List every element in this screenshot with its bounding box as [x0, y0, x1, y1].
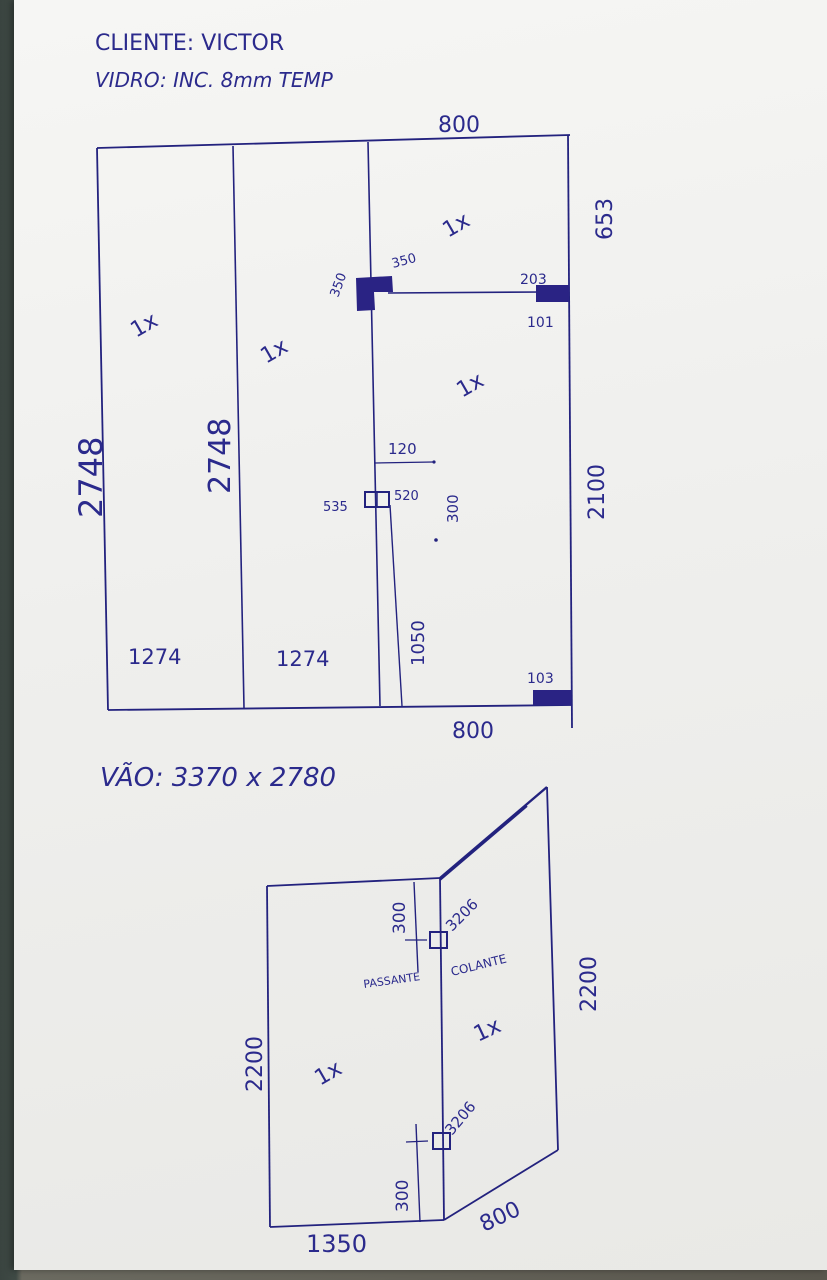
- panel2-width-dim: 1274: [276, 647, 329, 671]
- front-qty: 1x: [311, 1056, 347, 1091]
- top-width-dim: 800: [438, 113, 480, 138]
- panel1-qty: 1x: [127, 308, 163, 343]
- glass-spec: VIDRO: INC. 8mm TEMP: [95, 68, 334, 92]
- right-top-height-dim: 653: [593, 198, 618, 240]
- handle-line: [374, 461, 434, 464]
- front-top: [266, 877, 441, 887]
- corner-drawing: 3206 3206 300 300 PASSANTE COLANTE 2200 …: [243, 786, 602, 1258]
- notch-fitting: [356, 276, 393, 311]
- inner-height-dim: 2748: [203, 418, 238, 494]
- side-bottom: [443, 1149, 559, 1221]
- handle-height-dim: 300: [444, 494, 462, 523]
- hinge-top-icon: [429, 931, 448, 949]
- front-right: [439, 877, 445, 1221]
- passante-label: PASSANTE: [363, 970, 421, 991]
- panel2-qty: 1x: [257, 334, 293, 369]
- door-edge: [389, 504, 403, 707]
- hinge-bottom-dim: 3206: [441, 1098, 479, 1139]
- elevation-drawing: 800 800 653 2100 2748 2748 1274 1274 1x …: [72, 113, 618, 744]
- paper-sheet: [14, 0, 827, 1270]
- side-height-dim: 2200: [577, 956, 602, 1012]
- top-right-fitting: [536, 285, 569, 302]
- top-offset-dim: 300: [390, 902, 410, 934]
- front-left: [266, 885, 271, 1228]
- side-width-dim: 800: [476, 1197, 525, 1237]
- front-bottom: [269, 1219, 445, 1228]
- notch-horizontal-dim: 350: [390, 251, 418, 272]
- right-bottom-height-dim: 2100: [585, 464, 610, 520]
- upper-qty: 1x: [439, 208, 475, 243]
- side-top: [439, 786, 548, 879]
- side-qty: 1x: [470, 1013, 505, 1047]
- lock-left-dim: 535: [323, 500, 348, 515]
- bottom-offset-dim: 300: [393, 1180, 413, 1212]
- lower-qty: 1x: [453, 368, 489, 403]
- right-line: [567, 134, 573, 729]
- bottom-width-dim: 800: [452, 719, 494, 744]
- fitting-dim-b: 101: [527, 315, 554, 331]
- bottom-line: [107, 704, 573, 711]
- side-right: [546, 786, 559, 1151]
- notch-vertical-dim: 350: [328, 271, 351, 299]
- hinge-offset-dim: 120: [388, 440, 417, 458]
- divider-2: [367, 141, 381, 707]
- left-line: [96, 147, 109, 711]
- bottom-right-fitting: [533, 690, 571, 705]
- panel1-width-dim: 1274: [128, 645, 181, 669]
- front-width-dim: 1350: [306, 1230, 367, 1258]
- front-height-dim: 2200: [243, 1036, 268, 1092]
- transom-line: [387, 291, 544, 294]
- hinge-bottom-icon: [432, 1132, 451, 1150]
- left-height-dim: 2748: [72, 437, 110, 518]
- fitting-dim-c: 103: [527, 671, 554, 687]
- colante-label: COLANTE: [449, 952, 508, 979]
- divider-1: [232, 145, 245, 709]
- client-label: CLIENTE: VICTOR: [95, 31, 284, 56]
- door-height-dim: 1050: [408, 620, 429, 666]
- opening-dimensions: VÃO: 3370 x 2780: [100, 761, 336, 793]
- fitting-dim-a: 203: [520, 272, 547, 288]
- lock-right-dim: 520: [394, 489, 419, 504]
- top-line: [96, 134, 571, 149]
- hinge-top-dim: 3206: [442, 895, 482, 935]
